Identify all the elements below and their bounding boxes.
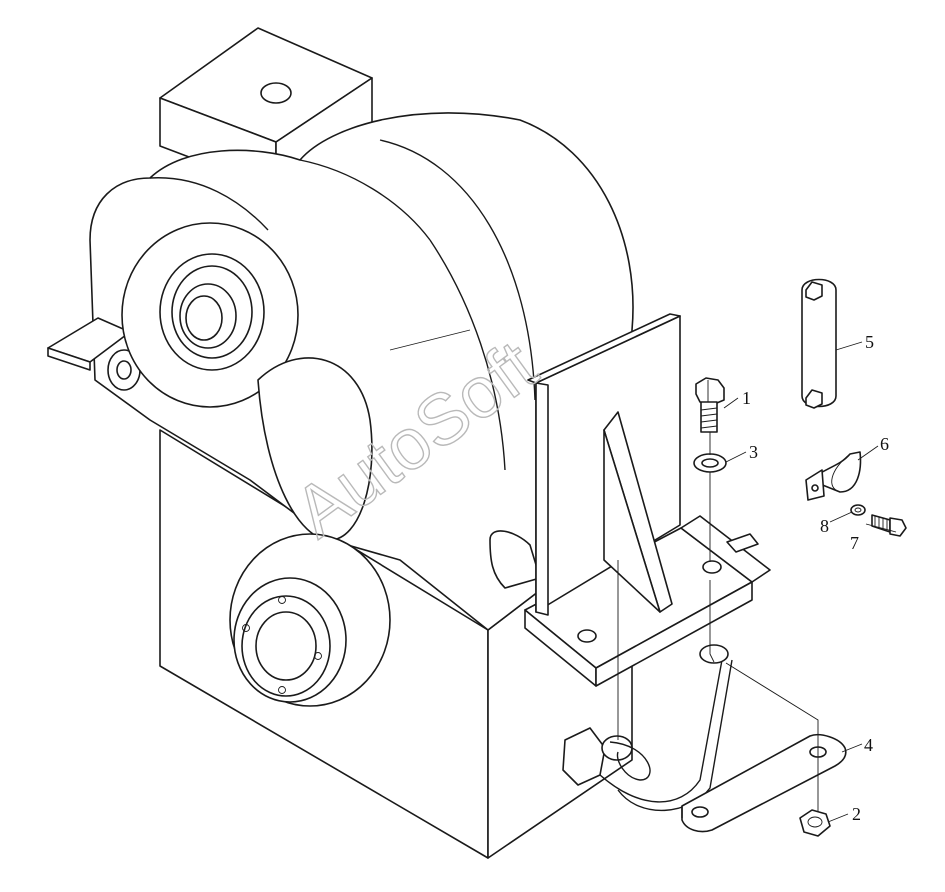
clamp-6: [805, 451, 862, 501]
callout-labels: 1 2 3 4 5 6 7 8: [742, 332, 889, 824]
bolt-7: [871, 514, 907, 537]
callout-8: 8: [820, 516, 829, 536]
bracket-assembly: [524, 313, 771, 687]
nut-2: [799, 809, 831, 837]
callout-5: 5: [865, 332, 874, 352]
gearbox-housing: [47, 27, 733, 859]
assembly-lines: [617, 432, 819, 812]
callout-1: 1: [742, 388, 751, 408]
washer-8: [850, 504, 866, 516]
strap-5: [801, 278, 837, 409]
callout-6: 6: [880, 434, 889, 454]
bolt-1: [695, 377, 725, 433]
callout-3: 3: [749, 442, 758, 462]
callout-7: 7: [850, 533, 859, 553]
callout-2: 2: [852, 804, 861, 824]
callout-4: 4: [864, 735, 873, 755]
leader-lines: [723, 341, 897, 823]
washer-3: [693, 453, 727, 473]
